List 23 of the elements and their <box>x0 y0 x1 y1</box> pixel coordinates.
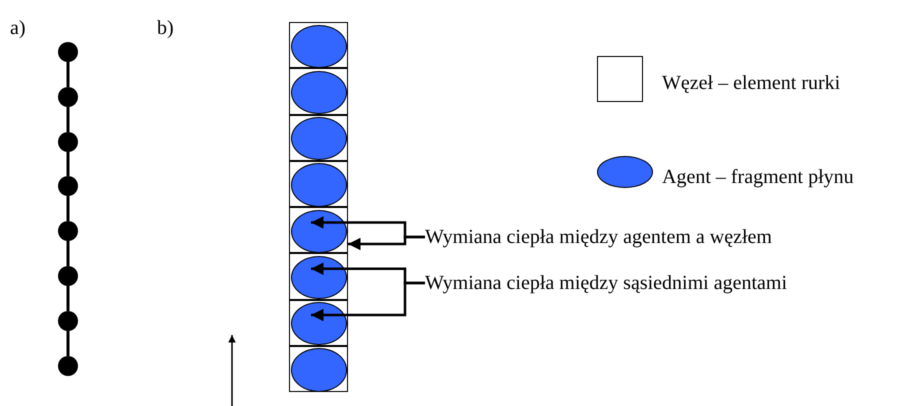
chain-node-dot <box>58 266 78 286</box>
chain-node-dot <box>58 311 78 331</box>
arrow <box>311 282 425 322</box>
chain-link-line <box>66 331 70 356</box>
chain-node-dot <box>58 132 78 152</box>
arrow <box>348 236 425 250</box>
chain-node-dot <box>58 42 78 62</box>
chain-link-line <box>66 152 70 176</box>
legend-text: Agent – fragment płynu <box>662 165 854 189</box>
chain-node-dot <box>58 176 78 196</box>
panel-label: b) <box>157 16 174 40</box>
panel-label: a) <box>10 16 26 40</box>
chain-link-line <box>66 241 70 266</box>
chain-node-dot <box>58 356 78 376</box>
chain-link-line <box>66 196 70 221</box>
chain-link-line <box>66 107 70 132</box>
annotation-text: Wymiana ciepła między sąsiednimi agentami <box>425 271 788 295</box>
chain-link-line <box>66 62 70 87</box>
chain-node-dot <box>58 221 78 241</box>
annotation-text: Wymiana ciepła między agentem a węzłem <box>425 225 772 249</box>
chain-link-line <box>66 286 70 311</box>
chain-node-dot <box>58 87 78 107</box>
legend-text: Węzeł – element rurki <box>662 71 840 95</box>
